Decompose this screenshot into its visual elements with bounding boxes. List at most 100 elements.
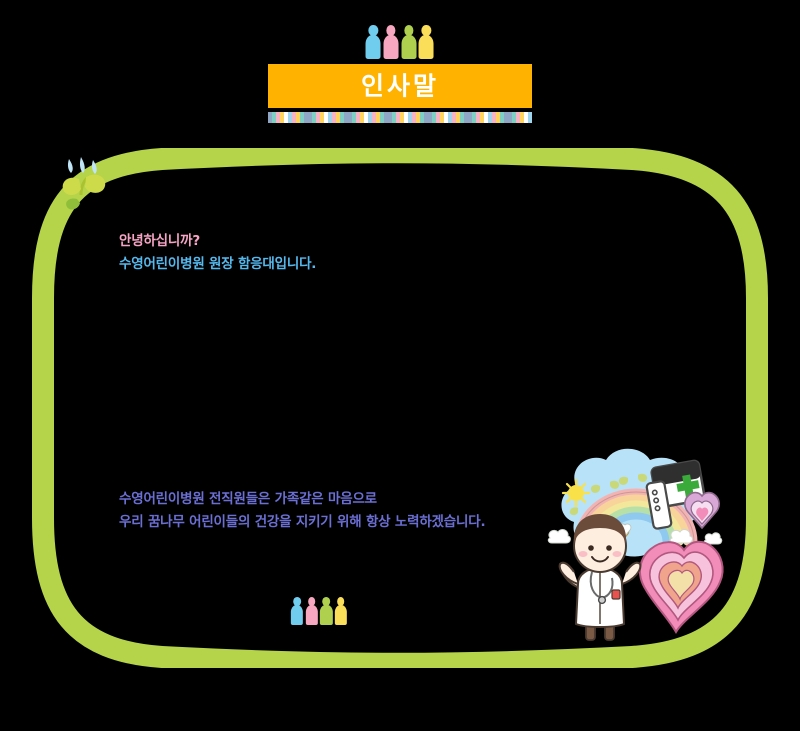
- stripe-segment: [312, 112, 316, 123]
- greeting-text-block: 안녕하십니까? 수영어린이병원 원장 함응대입니다.: [119, 230, 589, 276]
- stripe-segment: [364, 112, 368, 123]
- stripe-segment: [528, 112, 532, 123]
- stripe-segment: [472, 112, 476, 123]
- page-header: 인사말: [0, 0, 800, 140]
- figure-body: [365, 34, 381, 59]
- stripe-segment: [284, 112, 288, 123]
- stripe-segment: [520, 112, 524, 123]
- stripe-segment: [340, 112, 344, 123]
- stripe-segment: [424, 112, 428, 123]
- doctor-rainbow-hearts-illustration: [547, 448, 724, 641]
- stripe-segment: [328, 112, 332, 123]
- stripe-segment: [408, 112, 412, 123]
- family-figure-blue-small: [291, 597, 304, 625]
- stripe-segment: [332, 112, 336, 123]
- water-drops: [67, 157, 97, 174]
- rounded-green-content-frame: [32, 148, 768, 668]
- stripe-segment: [292, 112, 296, 123]
- stripe-segment: [468, 112, 472, 123]
- figure-body: [401, 34, 417, 59]
- decorative-stripe-band: [268, 112, 532, 123]
- stripe-segment: [416, 112, 420, 123]
- small-cloud-icons: [547, 528, 723, 545]
- figure-head: [322, 597, 331, 606]
- stripe-segment: [484, 112, 488, 123]
- stripe-segment: [296, 112, 300, 123]
- stripe-segment: [360, 112, 364, 123]
- page-title: 인사말: [360, 71, 439, 101]
- stripe-segment: [304, 112, 308, 123]
- closing-line-1: 수영어린이병원 전직원들은 가족같은 마음으로: [119, 491, 377, 507]
- closing-line-2: 우리 꿈나무 어린이들의 건강을 지키기 위해 항상 노력하겠습니다.: [119, 514, 486, 530]
- stripe-segment: [412, 112, 416, 123]
- stripe-segment: [456, 112, 460, 123]
- figure-head: [386, 25, 396, 36]
- stripe-segment: [448, 112, 452, 123]
- four-family-figures-icon-small: [291, 597, 347, 625]
- stripe-segment: [444, 112, 448, 123]
- stripe-segment: [380, 112, 384, 123]
- stripe-segment: [432, 112, 436, 123]
- stripe-segment: [488, 112, 492, 123]
- family-figure-yellow: [419, 25, 434, 59]
- stripe-segment: [512, 112, 516, 123]
- stripe-segment: [496, 112, 500, 123]
- stripe-segment: [504, 112, 508, 123]
- stripe-segment: [460, 112, 464, 123]
- heart-small-icon: [684, 491, 720, 530]
- stripe-segment: [368, 112, 372, 123]
- sprout-sparkles: [569, 473, 648, 516]
- stripe-segment: [348, 112, 352, 123]
- stripe-segment: [300, 112, 304, 123]
- stripe-segment: [396, 112, 400, 123]
- stripe-segment: [384, 112, 388, 123]
- figure-head: [307, 597, 316, 606]
- stripe-segment: [324, 112, 328, 123]
- stripe-segment: [420, 112, 424, 123]
- stripe-segment: [500, 112, 504, 123]
- stripe-segment: [280, 112, 284, 123]
- figure-head: [368, 25, 379, 36]
- greeting-line-2: 수영어린이병원 원장 함응대입니다.: [119, 256, 317, 272]
- stripe-segment: [344, 112, 348, 123]
- family-figure-yellow-small: [334, 597, 347, 625]
- stripe-segment: [476, 112, 480, 123]
- figure-head: [421, 25, 432, 36]
- figure-body: [320, 604, 333, 625]
- sprout-with-water-drops-icon: [62, 157, 106, 210]
- stripe-segment: [524, 112, 528, 123]
- heart-large-icon: [638, 540, 724, 635]
- content-frame-wrapper: [32, 148, 768, 668]
- stripe-segment: [308, 112, 312, 123]
- stripe-segment: [404, 112, 408, 123]
- stripe-segment: [268, 112, 272, 123]
- family-figure-green: [401, 25, 417, 59]
- stripe-segment: [452, 112, 456, 123]
- figure-body: [305, 604, 318, 625]
- family-figure-pink: [383, 25, 399, 59]
- figure-head: [404, 25, 414, 36]
- four-family-figures-icon: [365, 25, 434, 59]
- stripe-segment: [356, 112, 360, 123]
- stripe-segment: [508, 112, 512, 123]
- stripe-segment: [320, 112, 324, 123]
- stripe-segment: [272, 112, 276, 123]
- stripe-segment: [428, 112, 432, 123]
- family-figure-pink-small: [305, 597, 318, 625]
- stripe-segment: [288, 112, 292, 123]
- figure-body: [419, 34, 434, 59]
- stripe-segment: [316, 112, 320, 123]
- stripe-segment: [516, 112, 520, 123]
- stripe-segment: [352, 112, 356, 123]
- figure-head: [337, 597, 345, 606]
- stripe-segment: [464, 112, 468, 123]
- closing-text-block: 수영어린이병원 전직원들은 가족같은 마음으로 우리 꿈나무 어린이들의 건강을…: [119, 488, 589, 534]
- sun-icon: [561, 478, 591, 508]
- family-figure-green-small: [320, 597, 333, 625]
- stripe-segment: [440, 112, 444, 123]
- figure-body: [383, 34, 399, 59]
- stripe-segment: [480, 112, 484, 123]
- stripe-segment: [376, 112, 380, 123]
- stripe-segment: [372, 112, 376, 123]
